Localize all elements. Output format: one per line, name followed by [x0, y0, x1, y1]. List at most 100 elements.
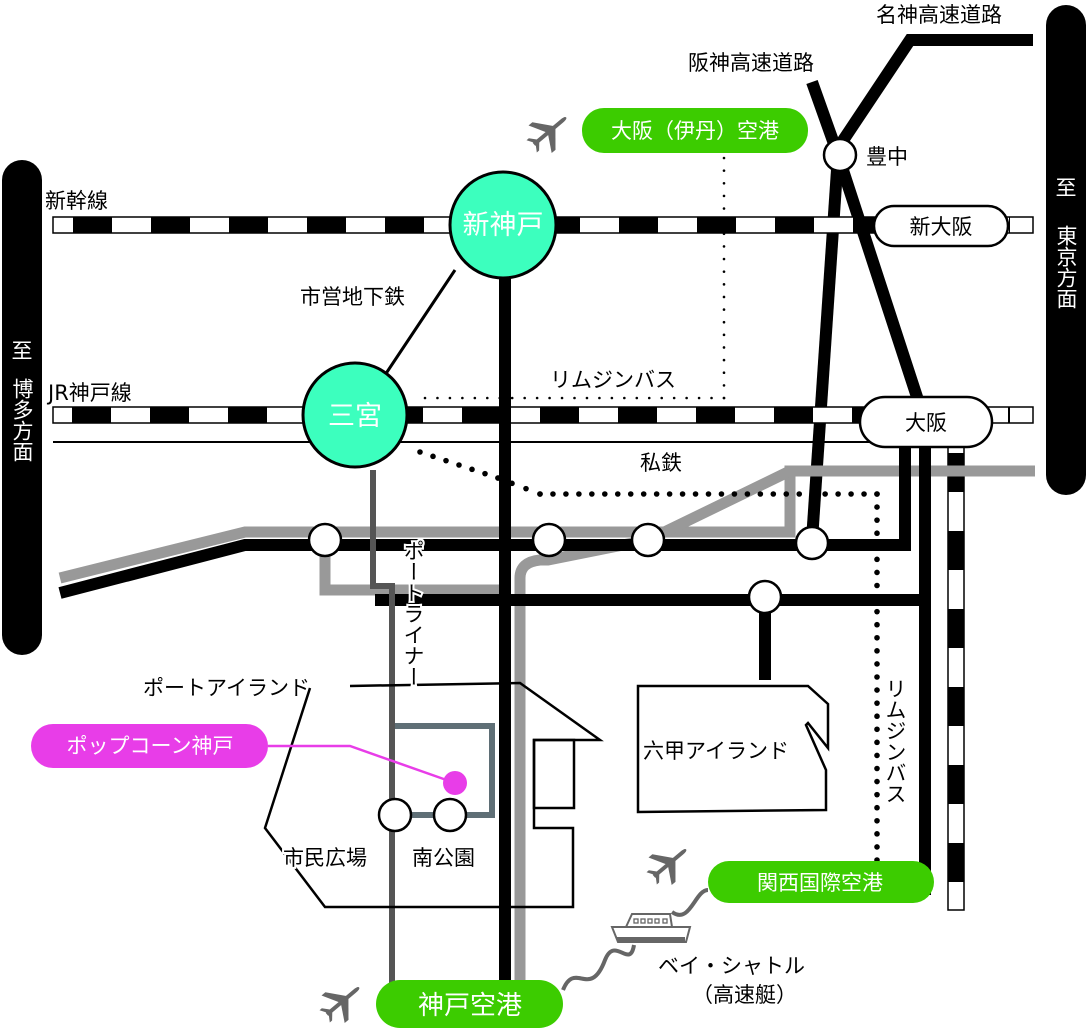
route-dot: [461, 396, 464, 400]
station-shin-osaka[interactable]: 新大阪: [872, 204, 1010, 248]
rail-dash: [618, 407, 657, 423]
route-dot: [722, 156, 726, 160]
route-dot: [874, 504, 880, 510]
route-dot: [722, 308, 726, 311]
route-dot: [874, 648, 880, 654]
route-dot: [809, 491, 815, 497]
route-dot: [874, 582, 880, 589]
rail-dash: [385, 217, 424, 233]
ship-icon: [610, 913, 692, 943]
station-sannomiya[interactable]: 三宮: [301, 361, 409, 469]
direction-marker-west: 至 博多方面: [2, 160, 42, 655]
route-dot: [448, 396, 452, 400]
route-dot: [473, 396, 477, 400]
route-dot: [685, 396, 688, 400]
route-dot: [874, 765, 880, 772]
route-dot: [874, 687, 880, 693]
route-dot: [744, 491, 751, 497]
route-dot: [722, 194, 726, 198]
port-island-outline: [263, 681, 604, 909]
route-dot: [874, 831, 880, 837]
rail-dash: [619, 217, 658, 233]
route-dot: [822, 491, 828, 497]
station-minami-koen[interactable]: 南公園: [412, 846, 475, 870]
route-dot: [589, 491, 595, 497]
rail-dash: [948, 687, 964, 726]
route-dot: [722, 283, 726, 286]
route-dot: [423, 396, 427, 400]
limousine-bus-route: [417, 156, 880, 863]
route-dot: [443, 457, 449, 464]
route-dot: [718, 491, 725, 497]
route-dot: [560, 396, 564, 400]
station-osaka-label: 大阪: [905, 411, 947, 435]
route-dot: [722, 181, 726, 185]
route-dot: [874, 817, 880, 824]
route-dot: [722, 333, 726, 337]
airport-kansai[interactable]: 関西国際空港: [708, 861, 934, 903]
route-dot: [563, 491, 569, 497]
airport-itami[interactable]: 大阪（伊丹）空港: [582, 108, 808, 153]
route-dot: [666, 491, 673, 497]
route-dot: [710, 396, 713, 400]
route-dot: [874, 726, 880, 733]
route-dot: [874, 700, 880, 706]
rokko-island-label: 六甲アイランド: [643, 739, 789, 763]
route-dot: [535, 396, 539, 400]
station-osaka[interactable]: 大阪: [858, 395, 994, 449]
rail-dash: [73, 217, 112, 233]
airport-kobe-label: 神戸空港: [418, 991, 522, 1021]
rail-dash: [948, 609, 964, 648]
route-dot: [722, 169, 726, 172]
private-rail-label: 私鉄: [640, 451, 682, 475]
route-dot: [874, 608, 880, 615]
route-dot: [550, 491, 556, 497]
route-dot: [469, 466, 475, 473]
station-shin-kobe[interactable]: 新神戸: [448, 170, 558, 280]
route-dot: [861, 491, 867, 497]
rail-dash: [1009, 217, 1010, 233]
station-toyonaka[interactable]: 豊中: [866, 145, 908, 169]
station-shimin-hiroba[interactable]: 市民広場: [281, 844, 369, 872]
route-dot: [598, 396, 601, 400]
route-dot: [874, 595, 880, 602]
route-dot: [722, 257, 726, 261]
limousine-bus-vertical-label: リムジンバス: [883, 678, 907, 804]
popcorn-kobe-marker[interactable]: ポップコーン神戸: [31, 724, 467, 795]
route-dot: [722, 320, 726, 324]
route-dot: [672, 396, 676, 400]
route-dot: [874, 517, 880, 523]
port-island-label: ポートアイランド: [143, 676, 310, 700]
route-dot: [874, 804, 880, 811]
route-dot: [757, 491, 764, 497]
direction-west-prefix: 至: [12, 339, 33, 363]
port-liner-label: ポートライナー: [401, 540, 425, 687]
rail-dash: [462, 407, 501, 423]
direction-east-prefix: 至: [1056, 176, 1077, 200]
coastal-rail-line: [58, 443, 931, 895]
route-dot: [874, 752, 880, 759]
route-dot: [722, 207, 726, 210]
route-dot: [874, 621, 880, 628]
rail-dash: [229, 217, 268, 233]
route-dot: [874, 491, 880, 497]
station-sannomiya-label: 三宮: [328, 401, 382, 432]
shinkansen-label: 新幹線: [45, 189, 108, 213]
bay-shuttle-label: ベイ・シャトル: [658, 954, 805, 978]
rail-dash: [307, 217, 346, 233]
route-dot: [523, 485, 529, 492]
airport-kobe[interactable]: 神戸空港: [376, 980, 563, 1028]
route-dot: [731, 491, 738, 497]
route-dot: [585, 396, 589, 400]
subway-line: [383, 269, 457, 376]
rail-dash: [697, 217, 736, 233]
route-dot: [722, 371, 726, 375]
rail-dash: [72, 407, 111, 423]
station-shin-osaka-label: 新大阪: [910, 215, 973, 239]
route-dot: [623, 396, 626, 400]
airplane-icon: [640, 835, 698, 893]
limousine-bus-label: リムジンバス: [550, 368, 676, 392]
route-dot: [679, 491, 686, 497]
route-dot: [722, 245, 726, 248]
